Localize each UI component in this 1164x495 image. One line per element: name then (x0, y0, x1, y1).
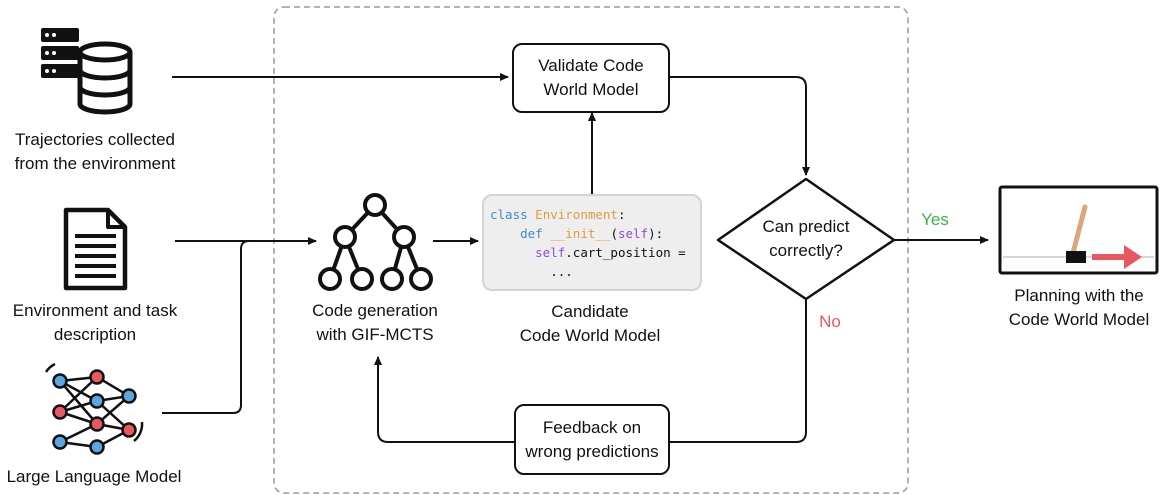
code-snippet: class Environment: def __init__(self): s… (482, 194, 702, 291)
yes-label: Yes (921, 210, 949, 229)
trajectories-label-line1: Trajectories collected (15, 130, 175, 149)
candidate-label-line2: Code World Model (519, 326, 661, 345)
feedback-box: Feedback on wrong predictions (514, 404, 670, 475)
code-self-ref: self (535, 245, 566, 260)
environment-label-line2: description (53, 325, 137, 344)
feedback-label-line1: Feedback on (542, 417, 642, 437)
candidate-label: Candidate Code World Model (500, 300, 680, 348)
feedback-label-line2: wrong predictions (525, 441, 659, 461)
pipeline-container (273, 6, 909, 494)
code-class-name: Environment (535, 207, 618, 222)
cartpole-icon (998, 185, 1159, 275)
validate-label-line2: World Model (543, 80, 639, 99)
environment-label: Environment and task description (0, 299, 190, 347)
code-paren: ( (610, 226, 618, 241)
code-paren-close: ): (648, 226, 664, 241)
decision-label-line1: Can predict (762, 217, 850, 236)
code-self-param: self (617, 226, 649, 241)
planning-label-line1: Planning with the (1014, 286, 1144, 305)
code-method-name: __init__ (550, 226, 611, 241)
neural-network-icon (44, 362, 144, 455)
code-colon: : (617, 207, 626, 222)
validate-label-line1: Validate Code (538, 56, 644, 75)
arrow-decision-to-feedback (670, 299, 807, 443)
document-icon (63, 207, 128, 291)
tree-icon (318, 193, 433, 291)
planning-label-line2: Code World Model (1008, 310, 1150, 329)
arrow-validate-to-decision (670, 76, 810, 176)
generator-label: Code generation with GIF-MCTS (300, 299, 450, 347)
code-keyword-class: class (490, 207, 528, 222)
code-ellipsis: ... (550, 264, 573, 279)
trajectories-label-line2: from the environment (14, 154, 176, 173)
llm-label: Large Language Model (0, 465, 194, 489)
decision-label-line2: correctly? (769, 241, 843, 260)
decision-diamond (716, 177, 896, 301)
candidate-label-line1: Candidate (551, 302, 629, 321)
planning-label: Planning with the Code World Model (994, 284, 1164, 332)
llm-label-text: Large Language Model (6, 467, 182, 486)
trajectories-label: Trajectories collected from the environm… (0, 128, 190, 176)
generator-label-line2: with GIF-MCTS (316, 325, 434, 344)
code-attribute: .cart_position = (565, 245, 686, 260)
database-icon (41, 28, 133, 115)
generator-label-line1: Code generation (312, 301, 438, 320)
arrow-llm-to-generator (162, 240, 250, 414)
code-keyword-def: def (520, 226, 543, 241)
environment-label-line1: Environment and task (12, 301, 178, 320)
no-label: No (819, 312, 841, 331)
decision-label: Can predict correctly? (746, 215, 866, 263)
arrow-feedback-to-generator (374, 356, 514, 443)
validate-box: Validate Code World Model (512, 43, 670, 113)
